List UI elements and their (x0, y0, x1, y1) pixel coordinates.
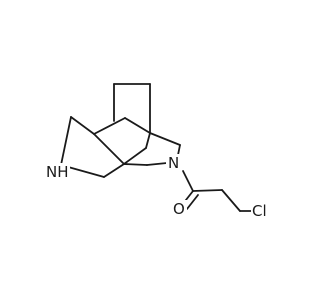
bond-c13-o-b (186, 194, 199, 210)
bond-c3-c4 (103, 163, 125, 178)
bond-c2-c4 (93, 133, 125, 165)
n-label-bg (166, 154, 182, 172)
bond-c12-n (146, 162, 168, 166)
molecule-diagram: NH N O Cl (44, 83, 271, 220)
atom-label-cl: Cl (252, 202, 267, 220)
bond-c14-c15 (221, 189, 241, 212)
atom-label-o: O (173, 200, 185, 218)
bond-c6-c11 (149, 132, 181, 146)
bond-c2-c5 (93, 117, 126, 135)
cl-label-bg (251, 202, 271, 220)
bond-c13-c14 (192, 189, 223, 192)
bond-n-c13 (182, 170, 194, 192)
atom-label-n: N (168, 154, 179, 172)
bond-c4-c7 (123, 147, 147, 165)
bond-c1-nh (60, 116, 72, 166)
atom-label-layer: NH N O Cl (44, 154, 271, 220)
nh-label-bg (44, 163, 70, 181)
bond-c5-c6 (124, 117, 151, 134)
o-label-bg (171, 200, 187, 218)
bond-c7-c6 (145, 132, 151, 149)
bond-c4-c12 (123, 163, 148, 166)
bond-c1-c2 (70, 116, 95, 135)
atom-label-nh: NH (46, 163, 69, 181)
bond-layer (60, 83, 252, 212)
structure-canvas: NH N O Cl (44, 83, 271, 220)
